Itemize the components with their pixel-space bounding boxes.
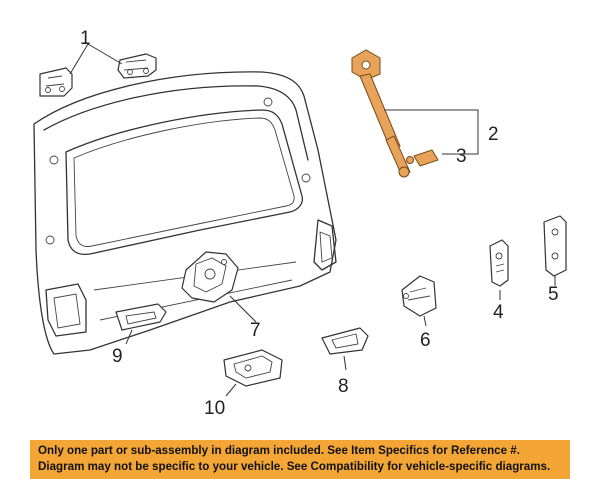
callout-6: 6 — [420, 330, 431, 351]
callout-4: 4 — [493, 302, 504, 323]
part-5-bracket — [543, 215, 567, 277]
disclaimer-line-2: Diagram may not be specific to your vehi… — [38, 460, 551, 473]
callout-3: 3 — [456, 146, 467, 167]
part-10-striker-base — [223, 349, 283, 387]
disclaimer-line-1: Only one part or sub-assembly in diagram… — [38, 444, 520, 457]
part-7-latch-assembly — [181, 251, 239, 303]
leader-7 — [229, 295, 257, 323]
liftgate-parts-diagram: 1 2 3 4 — [33, 28, 567, 419]
disclaimer-banner: Only one part or sub-assembly in diagram… — [30, 440, 570, 479]
part-8-handle-bezel — [321, 327, 369, 355]
callout-1: 1 — [80, 28, 91, 49]
part-6-latch-mount — [401, 275, 437, 317]
leader-10 — [225, 383, 237, 397]
lift-support-strut — [351, 49, 411, 178]
part-4-bumper-stop — [489, 239, 509, 287]
hinge-right — [117, 53, 157, 79]
leader-9 — [125, 329, 133, 345]
callout-8: 8 — [338, 376, 349, 397]
leader-6 — [423, 315, 427, 327]
callout-7: 7 — [250, 320, 261, 341]
leader-2 — [384, 109, 479, 155]
part-9-handle — [115, 303, 167, 331]
leader-8 — [343, 355, 347, 371]
liftgate-panel — [33, 71, 337, 355]
hinge-left — [39, 67, 73, 97]
callout-10: 10 — [204, 398, 225, 419]
leader-1 — [69, 43, 123, 75]
strut-ball-stud — [406, 149, 439, 167]
callout-5: 5 — [548, 284, 559, 305]
callout-2: 2 — [488, 124, 499, 145]
callout-9: 9 — [112, 346, 123, 367]
